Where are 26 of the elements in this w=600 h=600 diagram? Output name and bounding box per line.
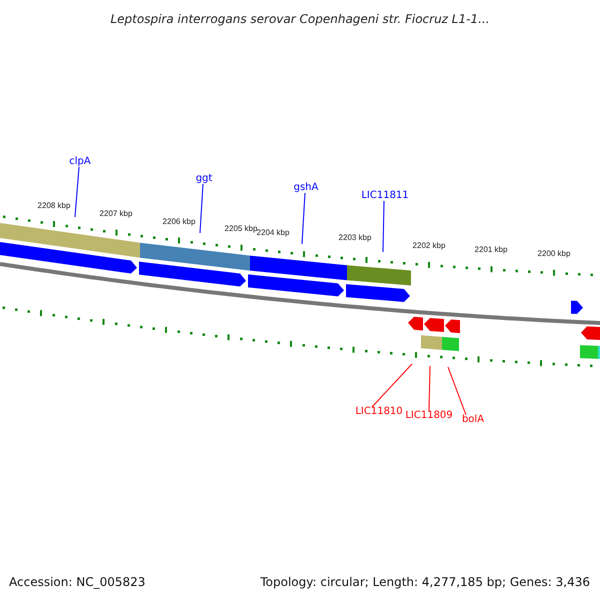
scale-label: 2203 kbp [338,234,372,242]
scale-label: 2204 kbp [256,229,290,237]
leader-line [302,192,306,244]
scale-label: 2206 kbp [162,218,196,226]
gene-label: LIC11809 [405,411,453,421]
scale-label: 2205 kbp [224,225,258,233]
scale-label: 2200 kbp [538,250,570,258]
gene-label: gshA [294,183,318,193]
gene-label: bolA [462,415,484,425]
gene-label: LIC11810 [355,407,403,417]
gene-label: LIC11811 [361,191,409,201]
scale-label: 2208 kbp [38,202,70,210]
leader-line [372,364,412,408]
leader-line [74,166,80,218]
scale-label: 2201 kbp [474,246,508,254]
gene-label: ggt [196,174,212,184]
scale-label: 2202 kbp [412,242,446,250]
leader-line [200,184,204,234]
leader-line [428,366,430,412]
footer-text: Accession: NC_005823 [9,576,146,588]
map-title: Leptospira interrogans serovar Copenhageni str. Fiocruz L1-1... [110,13,490,25]
gene-label: clpA [69,157,91,167]
footer-text: Topology: circular; Length: 4,277,185 bp; Genes: 3,436 [260,576,590,588]
leader-line [382,200,384,252]
leader-line [448,366,466,416]
scale-label: 2207 kbp [100,210,132,218]
